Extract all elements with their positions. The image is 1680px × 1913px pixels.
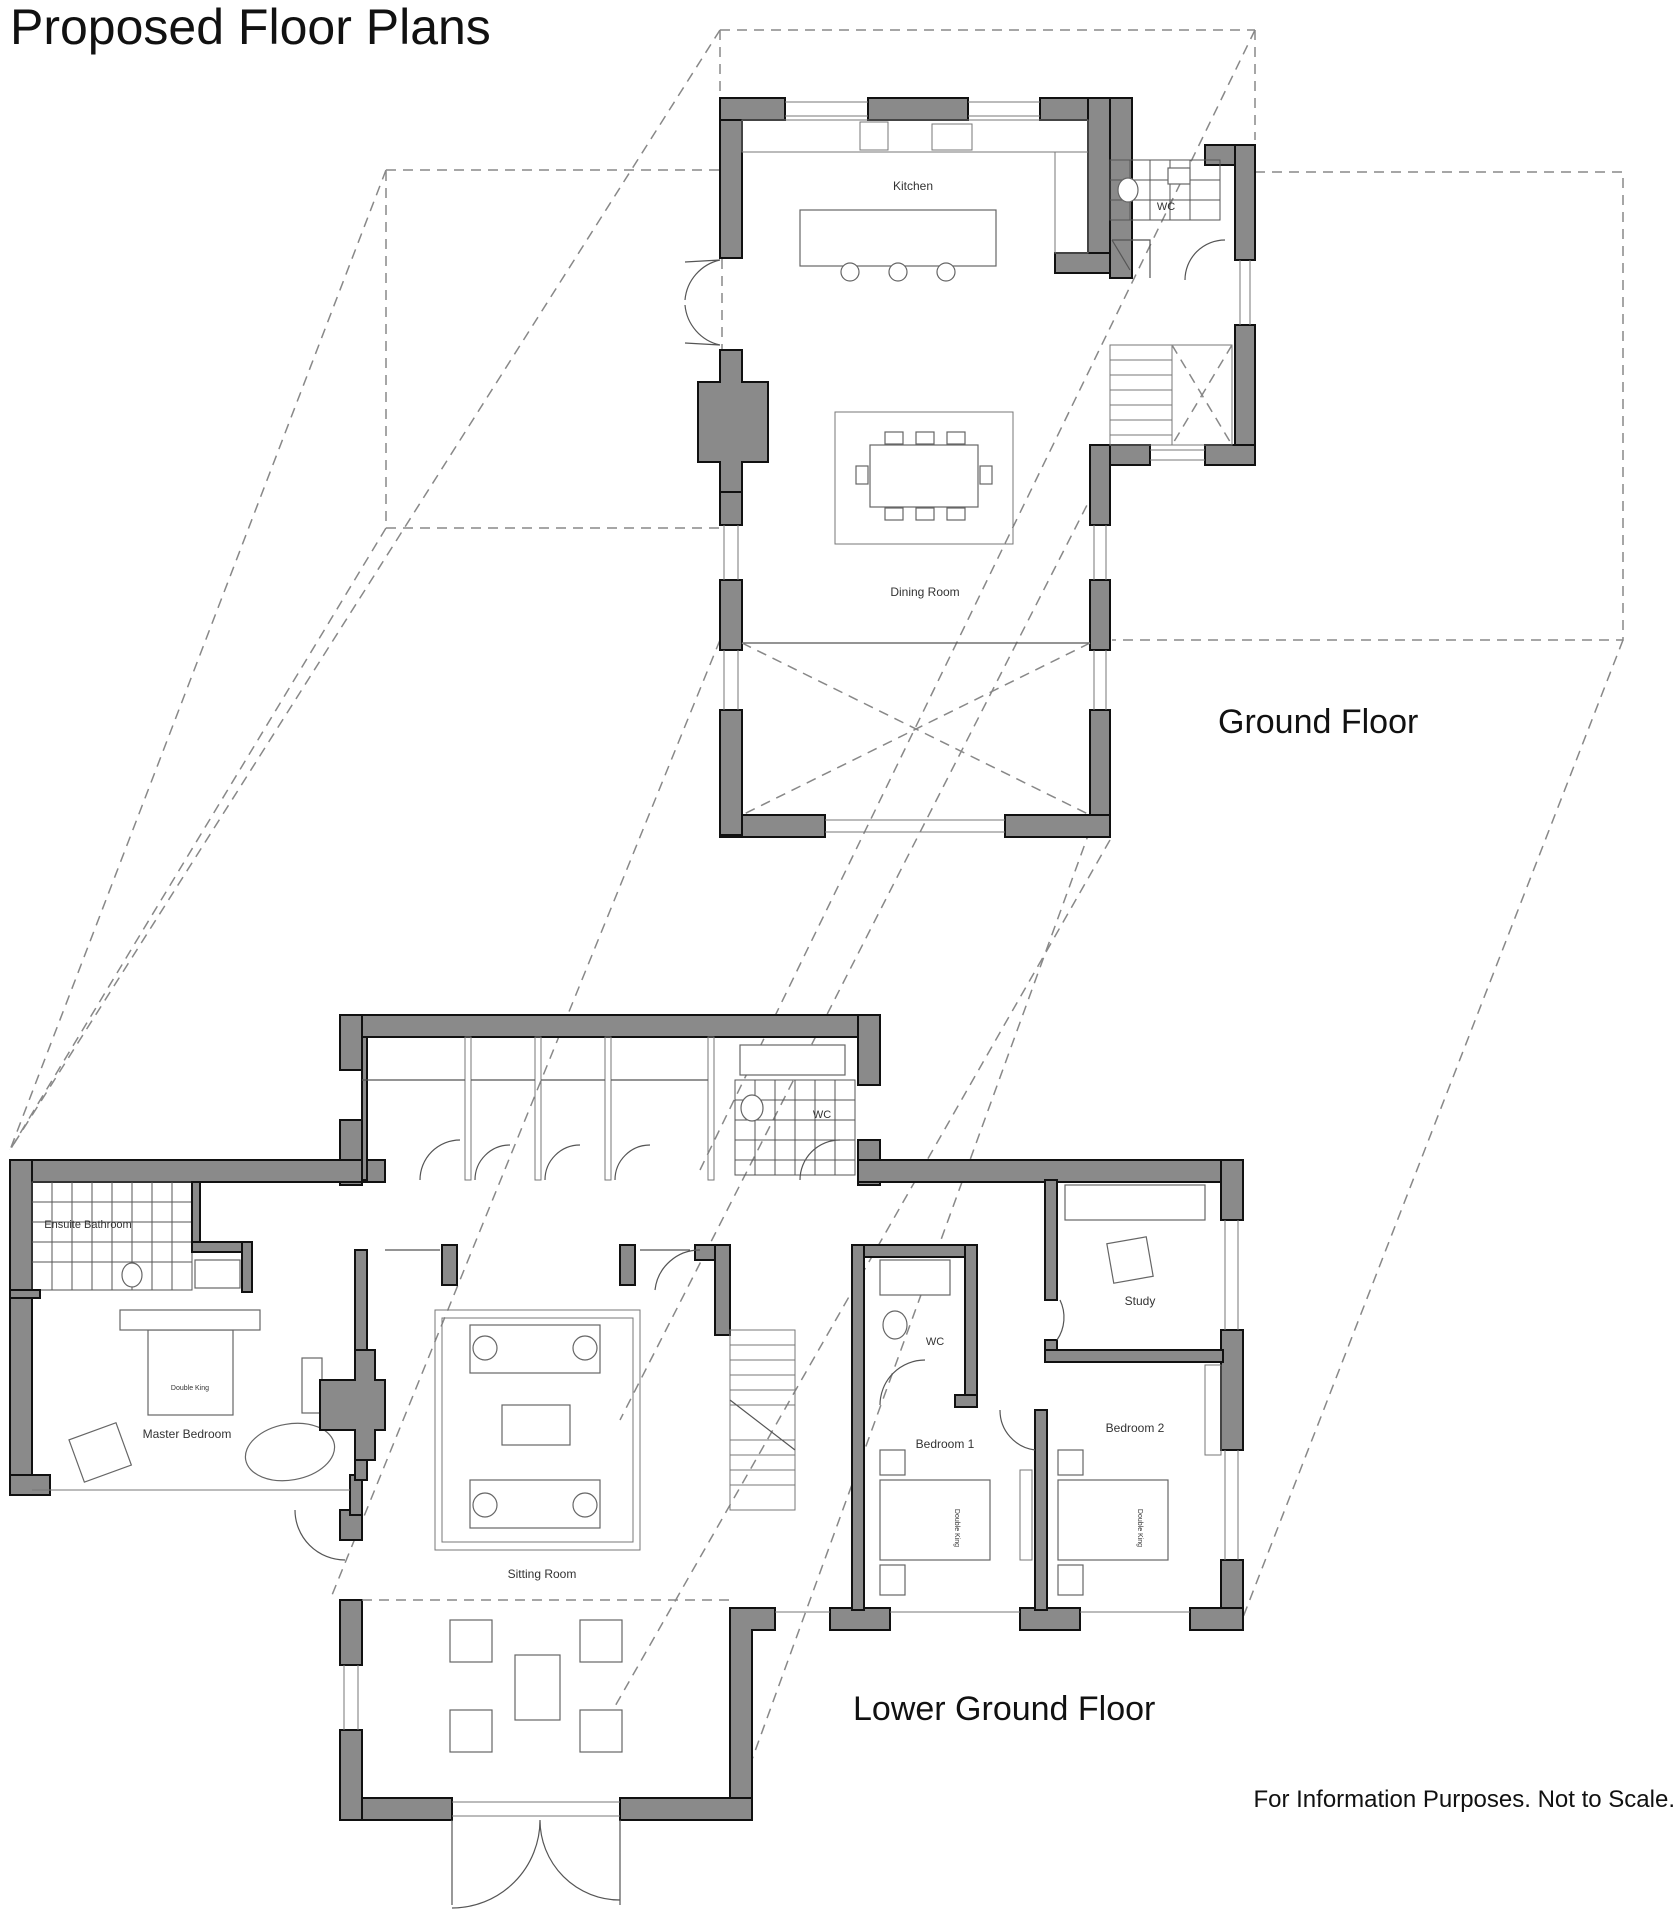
room-label-master-bedroom: Master Bedroom bbox=[143, 1427, 232, 1441]
room-label-wc-mid: WC bbox=[926, 1336, 944, 1348]
room-label-kitchen: Kitchen bbox=[893, 179, 933, 193]
ground-floor-plan: Kitchen WC Dining Room bbox=[684, 97, 1256, 838]
lower-ground-floor-plan: WC Ensuite Bathroom Double King Master B… bbox=[9, 1014, 1244, 1909]
bed-label-bedroom2: Double King bbox=[1136, 1509, 1143, 1547]
ground-floor-label: Ground Floor bbox=[1218, 703, 1419, 741]
projection-lines bbox=[9, 29, 1624, 1821]
bed-label-bedroom1: Double King bbox=[953, 1509, 960, 1547]
room-label-sitting-room: Sitting Room bbox=[508, 1567, 577, 1581]
room-label-wc-ground: WC bbox=[1157, 201, 1175, 213]
disclaimer-note: For Information Purposes. Not to Scale. bbox=[1253, 1786, 1675, 1813]
room-label-bedroom-2: Bedroom 2 bbox=[1106, 1421, 1165, 1435]
bed-label-master: Double King bbox=[171, 1385, 209, 1392]
room-label-dining-room: Dining Room bbox=[890, 585, 959, 599]
room-label-study: Study bbox=[1125, 1294, 1156, 1308]
room-label-ensuite: Ensuite Bathroom bbox=[44, 1219, 131, 1231]
page-title: Proposed Floor Plans bbox=[10, 0, 491, 55]
room-label-wc-top: WC bbox=[813, 1109, 831, 1121]
lower-ground-floor-label: Lower Ground Floor bbox=[853, 1690, 1156, 1728]
room-label-bedroom-1: Bedroom 1 bbox=[916, 1437, 975, 1451]
